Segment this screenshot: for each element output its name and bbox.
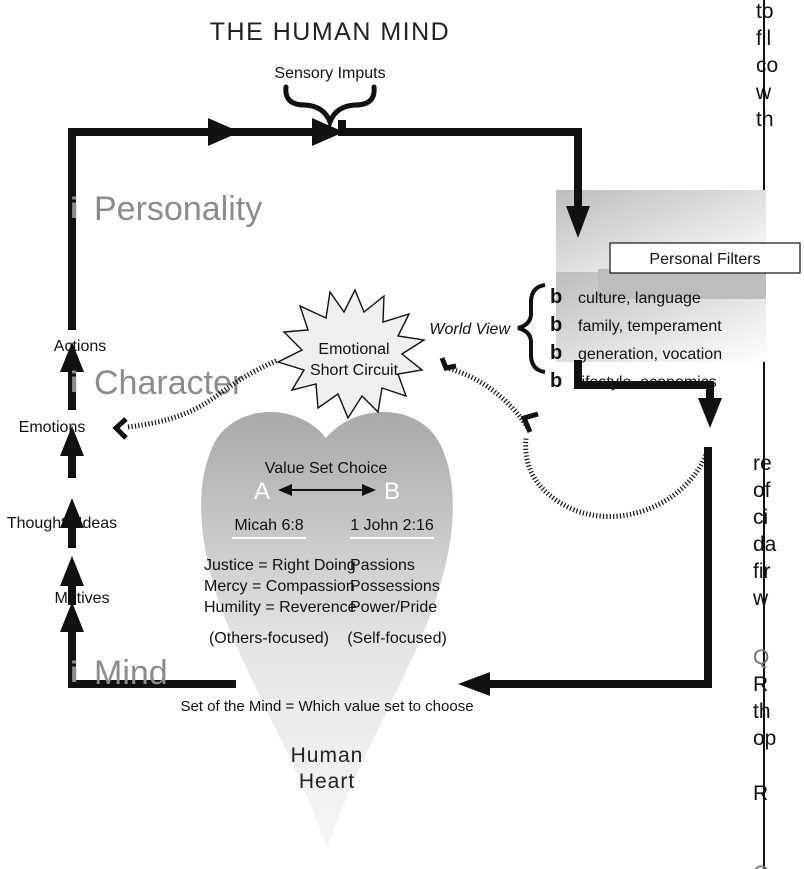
filter-item: culture, language	[578, 290, 701, 307]
arrowheads	[60, 118, 722, 696]
right-value: Passions	[350, 557, 415, 574]
short-circuit-arrowheads	[112, 357, 539, 440]
arrow-right-2	[312, 118, 344, 146]
fragment-mid-3: ci	[753, 506, 768, 529]
flow-right-down	[486, 447, 712, 688]
arrow-up-emotions	[60, 498, 84, 528]
fragment-mid-5: fir	[753, 560, 771, 583]
fragment-mid-6: w	[752, 587, 769, 610]
right-column-fragments: to fil co w th re of ci da fir w Q R th …	[752, 0, 778, 869]
fragment-top-2: fil	[756, 27, 771, 50]
filter-bullet: b	[550, 342, 562, 364]
filter-bullet: b	[550, 314, 562, 336]
bullet-mind: i	[70, 656, 78, 689]
right-value: Possessions	[350, 578, 440, 595]
mind-label: Mind	[94, 654, 168, 692]
others-focused: (Others-focused)	[209, 630, 329, 647]
bullet-character: i	[70, 366, 78, 399]
short-circuit-line2: Short Circuit	[310, 362, 399, 379]
left-value: Justice = Right Doing	[204, 557, 356, 574]
left-values: Justice = Right Doing Mercy = Compassion…	[204, 557, 357, 647]
arrow-up-actions	[60, 342, 84, 372]
character-label: Character	[94, 364, 243, 402]
john-ref: 1 John 2:16	[350, 517, 434, 534]
dotted-path-left	[127, 357, 280, 430]
fragment-mid-1: re	[753, 452, 772, 475]
flow-mind-up	[68, 630, 236, 688]
right-value: Power/Pride	[350, 599, 437, 616]
human-label: Human	[291, 744, 364, 767]
flow-to-filters	[338, 120, 582, 210]
left-chain: Actions Emotions Thoughts/Ideas Motives	[7, 338, 117, 607]
flow-filter-exit	[574, 360, 714, 400]
set-b-label: B	[384, 478, 400, 505]
filter-bullet: b	[550, 286, 562, 308]
sensory-inputs-label: Sensory Imputs	[274, 65, 385, 82]
arrow-into-filters	[566, 206, 590, 238]
fragment-top-1: to	[756, 0, 774, 23]
left-value: Mercy = Compassion	[204, 578, 355, 595]
arrow-down-right	[698, 398, 722, 428]
fragment-top-4: w	[755, 81, 772, 104]
fragment-para-2: th	[753, 700, 771, 723]
world-view-brace	[517, 283, 546, 374]
set-a-label: A	[254, 478, 270, 505]
fragment-para-3: op	[753, 727, 776, 750]
chain-actions: Actions	[54, 338, 106, 355]
left-value: Humility = Reverence	[204, 599, 357, 616]
fragment-top-3: co	[756, 54, 778, 77]
filter-shade-gap	[598, 269, 766, 299]
fragment-mid-4: da	[753, 533, 777, 556]
side-labels: i Personality i Character i Mind	[70, 190, 262, 692]
micah-ref: Micah 6:8	[234, 517, 303, 534]
personal-filters-box	[609, 242, 801, 274]
short-circuit-starburst	[276, 288, 426, 420]
dotted-path-top	[445, 365, 531, 430]
chain-motives: Motives	[54, 590, 109, 607]
set-of-mind-label: Set of the Mind = Which value set to cho…	[180, 698, 473, 715]
flow-left-top	[68, 128, 212, 330]
fragment-mid-2: of	[753, 479, 771, 502]
short-circuit-paths	[127, 357, 711, 519]
diagram-title: THE HUMAN MIND	[210, 18, 450, 46]
arrow-up-thoughts	[60, 556, 84, 586]
choice-arrow-left	[278, 484, 292, 496]
fragment-q1: Q	[753, 646, 769, 669]
chain-thoughts: Thoughts/Ideas	[7, 515, 117, 532]
heart-shape	[201, 412, 453, 848]
chain-emotions: Emotions	[19, 419, 86, 436]
flow-lines	[68, 120, 714, 688]
filter-bullet: b	[550, 370, 562, 392]
short-circuit-line1: Emotional	[318, 341, 389, 358]
bullet-personality: i	[70, 192, 78, 225]
personality-label: Personality	[94, 190, 262, 228]
world-view-label: World View	[429, 321, 511, 338]
arrow-up-motives	[60, 602, 84, 632]
fragment-r: R	[753, 782, 768, 805]
value-set-choice-label: Value Set Choice	[265, 460, 388, 477]
dotted-path-right	[523, 437, 711, 519]
fragment-q2: Q	[753, 862, 769, 869]
filter-item: family, temperament	[578, 318, 722, 335]
arrow-up-character	[60, 426, 84, 456]
right-values: Passions Possessions Power/Pride (Self-f…	[347, 557, 447, 647]
fragment-top-5: th	[756, 108, 774, 131]
arrow-right-1	[208, 118, 240, 146]
fragment-para-1: R	[753, 673, 768, 696]
personal-filters-title: Personal Filters	[649, 251, 760, 268]
self-focused: (Self-focused)	[347, 630, 447, 647]
arrow-into-heart	[458, 672, 490, 696]
filter-item: generation, vocation	[578, 346, 722, 363]
sensory-brace	[283, 84, 377, 130]
choice-arrow-right	[362, 484, 376, 496]
heart-label: Heart	[299, 770, 355, 793]
